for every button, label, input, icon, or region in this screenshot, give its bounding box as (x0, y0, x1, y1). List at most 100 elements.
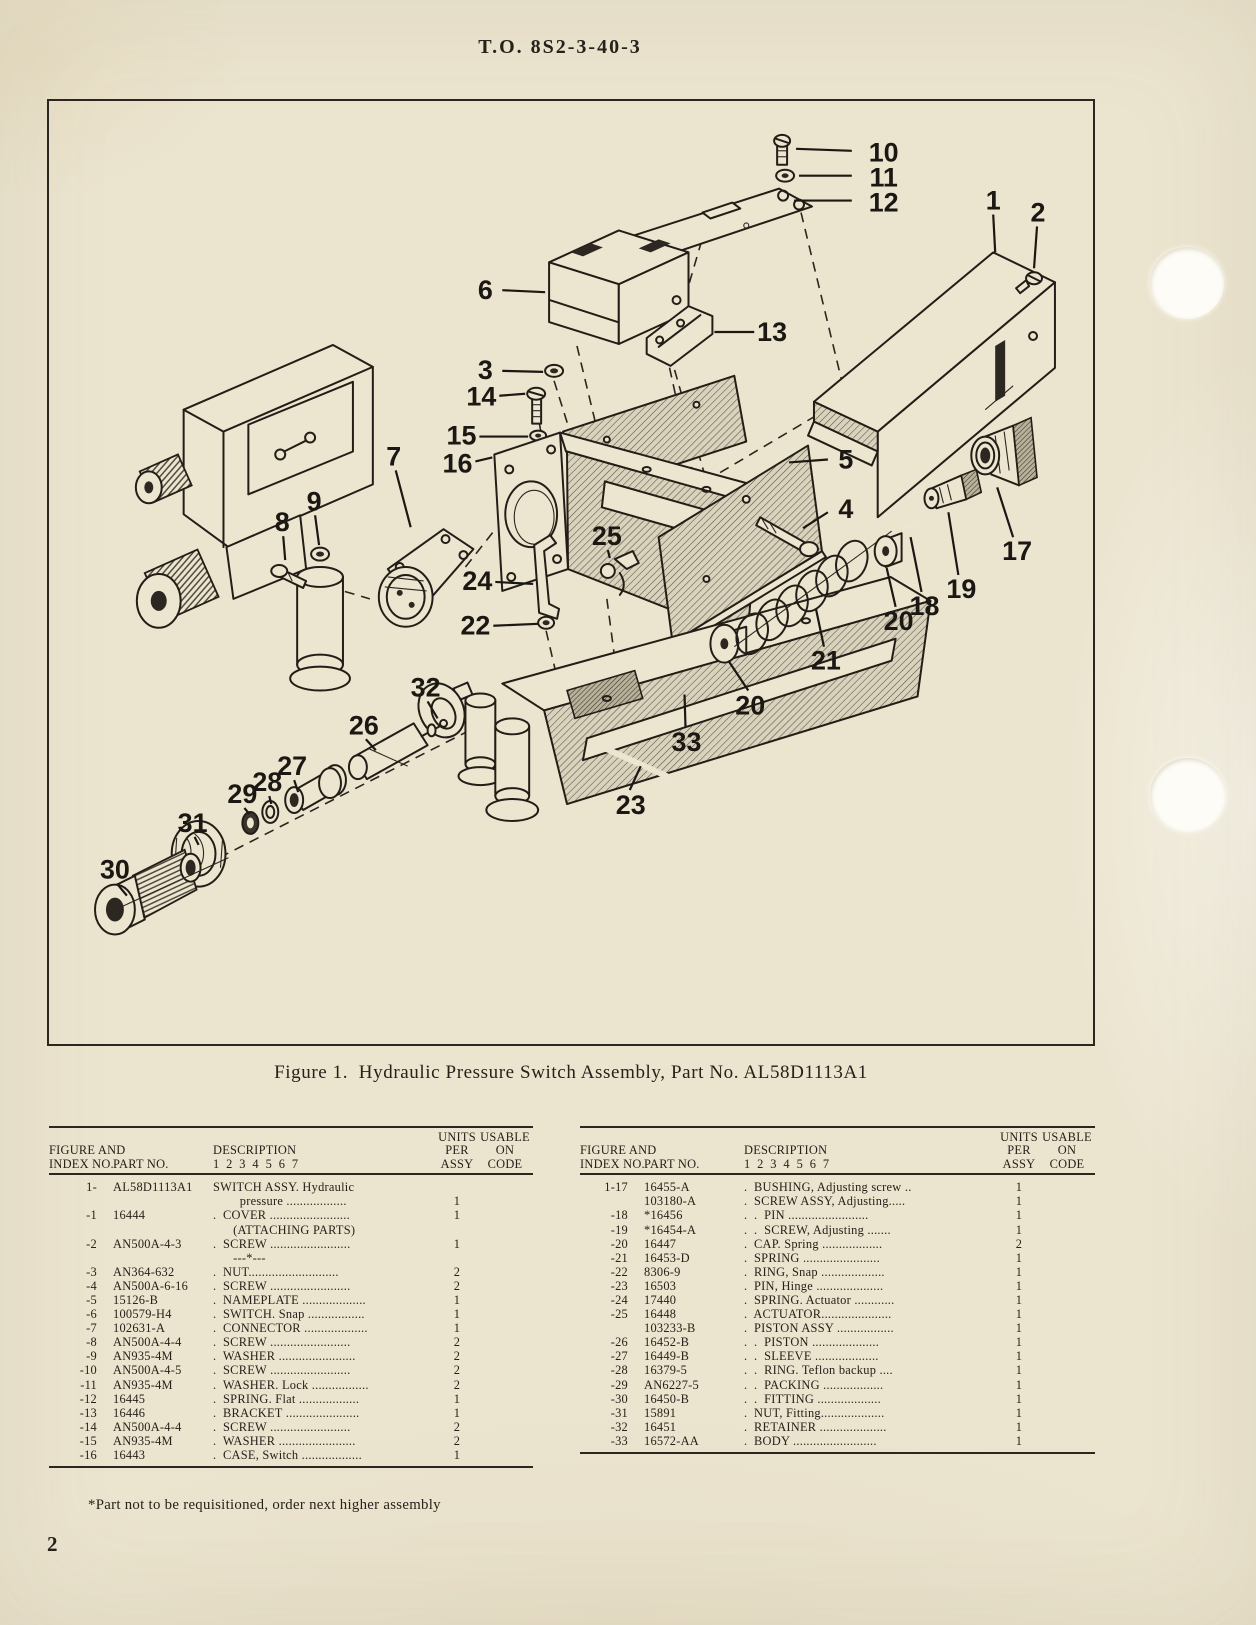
callout-leader (814, 608, 825, 647)
part-pin-18 (901, 517, 924, 532)
callout-leader (426, 700, 439, 719)
table-footnote: *Part not to be requisitioned, order nex… (88, 1497, 441, 1513)
callout-leader (996, 487, 1015, 538)
part-packing-29 (241, 810, 260, 835)
callout-number: 16 (443, 448, 473, 478)
callout-number: 28 (252, 767, 282, 797)
table-row: 103233-B. PISTON ASSY .................1 (644, 1321, 1023, 1336)
callout-number: 1 (986, 186, 1001, 216)
part-cover-1 (806, 251, 1056, 519)
col-part-no: PART NO. (644, 1156, 700, 1171)
callout-leader (992, 214, 997, 253)
callout-number: 29 (227, 779, 257, 809)
part-switch-6 (548, 229, 690, 345)
page-number: 2 (47, 1532, 58, 1556)
callout-leader (116, 882, 128, 897)
callout-leader (293, 779, 300, 793)
assembled-switch-unit (134, 343, 374, 692)
callout-leader (282, 536, 287, 561)
callout-number: 12 (869, 188, 899, 218)
callout-number: 24 (462, 566, 492, 596)
callout-number: 15 (447, 421, 477, 451)
part-snap-ring-22 (537, 615, 556, 630)
callout-number: 18 (910, 591, 940, 621)
callout-number: 4 (838, 494, 853, 524)
callout-leader (475, 456, 493, 463)
callout-number: 10 (869, 138, 899, 168)
callout-number: 20 (884, 606, 914, 636)
callout-number: 8 (275, 507, 290, 537)
callout-leader (268, 795, 273, 805)
callout-number: 14 (466, 382, 496, 412)
part-flat-spring-24 (533, 534, 561, 620)
punch-hole (1150, 758, 1226, 832)
table-row: -18*16456. . PIN .......................… (610, 1208, 1023, 1223)
callout-leader (493, 622, 539, 627)
callout-number: 3 (478, 355, 493, 385)
callout-number: 7 (386, 441, 401, 471)
callout-leader (788, 458, 828, 464)
table-row: pressure ..................1 (213, 1194, 461, 1209)
callout-number: 17 (1002, 536, 1032, 566)
callout-number: 20 (735, 690, 765, 720)
callout-number: 30 (100, 855, 130, 885)
callout-leader (365, 738, 377, 751)
callout-number: 26 (349, 710, 379, 740)
callout-leader (394, 470, 412, 528)
part-washer-11 (775, 168, 796, 183)
callout-leader (628, 765, 642, 791)
callout-leader (802, 511, 829, 530)
callout-leader (502, 289, 546, 294)
col-part-no: PART NO. (113, 1156, 169, 1171)
table-row: ---*--- (213, 1250, 266, 1265)
callout-number: 2 (1031, 197, 1046, 227)
part-actuator-25 (599, 550, 640, 596)
part-hinge-pin-23 (601, 745, 670, 780)
figure-caption: Figure 1. Hydraulic Pressure Switch Asse… (274, 1062, 868, 1083)
callout-leader (727, 660, 750, 692)
part-washer-3 (544, 363, 565, 378)
part-screw-4 (755, 516, 819, 558)
callout-leader (1032, 226, 1039, 269)
callout-leader (502, 369, 544, 373)
callout-leader (909, 536, 923, 593)
part-screw-14 (526, 386, 547, 425)
callout-number: 11 (869, 163, 897, 193)
part-screw-2 (1015, 271, 1043, 295)
part-piston-26 (347, 718, 449, 781)
technical-order-number: T.O. 8S2-3-40-3 (478, 36, 642, 58)
